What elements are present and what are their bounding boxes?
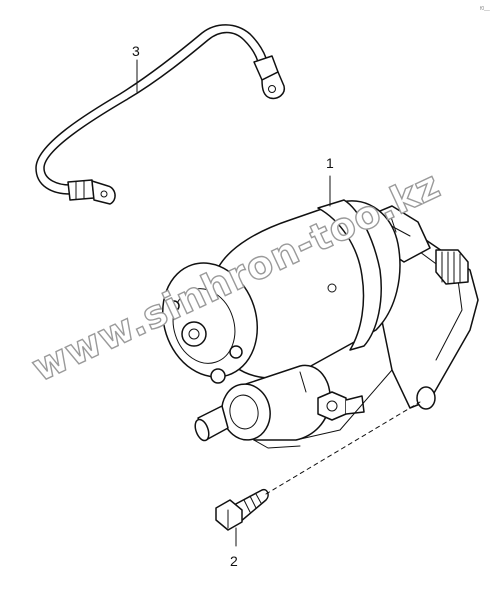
pinion-gear [435,249,469,285]
callout-1: 1 [326,155,334,171]
battery-cable [35,24,286,205]
corner-mark: f0__ [480,6,490,12]
solenoid-terminal [194,405,229,442]
cable-terminal-lower [67,179,116,205]
leader-lines [136,59,421,547]
terminal-nut [317,391,365,421]
callout-3: 3 [132,43,140,59]
cable-terminal-upper [253,55,286,100]
starter-motor [161,199,479,449]
mounting-bolt [215,488,269,531]
callout-2: 2 [230,553,238,569]
